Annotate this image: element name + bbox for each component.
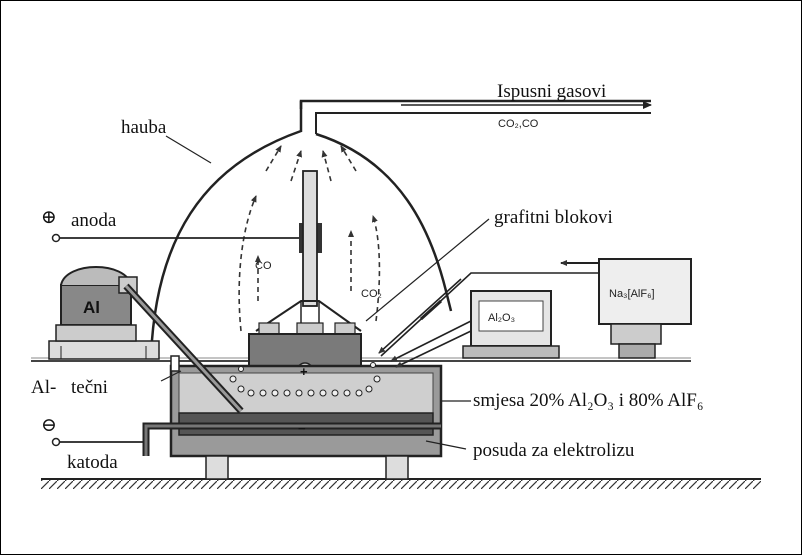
label-co2: CO₂ [361,288,382,300]
label-al-prefix: Al- [31,377,56,398]
gas-flow-arrows [238,145,381,332]
label-al-tank: Al [83,298,100,317]
label-co: CO [255,260,272,272]
label-exhaust-gases: CO₂,CO [498,118,539,130]
label-al2o3-box: Al₂O₃ [488,312,515,324]
cryolite-container [598,258,692,359]
label-cathode: katoda [67,452,118,473]
label-graphite: grafitni blokovi [494,207,613,228]
ground [41,478,761,489]
al2o3-container [462,290,560,359]
plus-sign: + [300,364,308,379]
label-exhaust: Ispusni gasovi [497,81,606,102]
label-hood: hauba [121,117,167,138]
leader-lines [160,135,490,450]
label-vessel: posuda za elektrolizu [473,440,635,461]
bubbles [229,362,381,397]
hood [149,99,652,357]
anode-wire [51,223,322,253]
anode-assembly [255,170,362,336]
label-mixture: smjesa 20% Al₂O₃ i 80% AlF₆ [473,390,703,411]
minus-sign: − [298,421,306,436]
label-cryolite-box: Na₃[AlF₆] [609,288,655,300]
cathode-conductor [51,422,441,456]
feed-arrows [378,260,599,368]
al-tank [48,266,160,360]
cathode-terminal-icon: ⊖ [41,415,57,436]
anode-terminal-icon: ⊕ [41,207,57,228]
al-pipe [123,283,244,414]
label-anode: anoda [71,210,117,231]
label-liquid: tečni [71,377,108,398]
